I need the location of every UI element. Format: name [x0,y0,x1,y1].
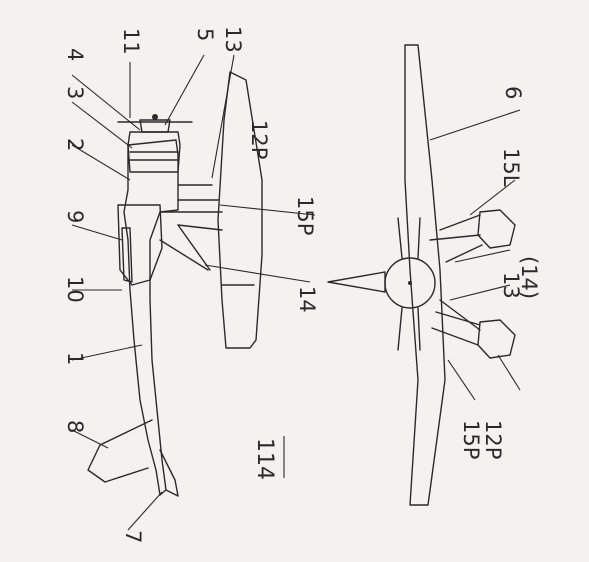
label-12p-front: 12P [481,420,505,459]
label-9: 9 [63,210,87,223]
leader-4 [71,74,141,131]
leader-1 [71,344,143,361]
leader-2 [71,144,131,181]
figure-number: 114 [252,438,277,480]
label-1: 1 [63,352,87,365]
float-struts [159,184,223,271]
fuselage [123,139,179,496]
label-14-side: 14 [295,286,319,313]
side-view [87,71,263,497]
leader-lines [71,54,521,531]
labels: 4 3 2 9 10 1 8 7 11 5 13 12P 15P 14 6 15… [63,26,541,543]
vertical-fin [327,271,386,293]
cabin-canopy [117,204,163,286]
label-15l-front: 15L [499,148,523,187]
leader-13-side [211,54,235,179]
label-13-side: 13 [221,26,245,53]
label-2: 2 [63,138,87,151]
leader-3 [71,101,133,149]
leader-14-side [204,264,311,283]
front-view [327,44,516,506]
leader-9 [71,224,123,241]
struts-front [429,214,483,346]
label-3: 3 [63,86,87,99]
leader-12p-front [497,354,521,391]
leader-15p-front [447,359,476,401]
leader-15l [469,179,516,216]
label-15p-front: 15P [459,420,483,459]
leader-13-front-b [449,284,511,301]
leader-13-front-a [454,249,511,263]
spinner-tip [152,114,158,120]
label-13-front: 13 [499,272,523,299]
fuselage-center [408,281,412,285]
main-wing [404,44,446,506]
label-8: 8 [63,420,87,433]
stabilizer [397,217,421,351]
tailplane [159,449,179,497]
tail-fin [87,419,153,483]
float [217,71,263,349]
cabin-window [121,227,133,283]
label-10: 10 [63,276,87,303]
leader-8 [71,429,109,449]
label-4: 4 [63,48,87,61]
label-6: 6 [501,86,525,99]
leader-5 [164,54,205,126]
label-12p-side: 12P [247,120,271,159]
leader-15p-side [219,204,316,216]
label-14-front: (14) [517,256,541,299]
leader-6 [429,109,521,141]
float-right [477,209,516,249]
label-7: 7 [121,530,145,543]
label-5: 5 [193,28,217,41]
propeller-hub [139,119,171,133]
leader-7 [127,491,163,531]
label-11: 11 [119,28,143,55]
label-15p-side: 15P [293,196,317,235]
float-left [477,319,516,359]
